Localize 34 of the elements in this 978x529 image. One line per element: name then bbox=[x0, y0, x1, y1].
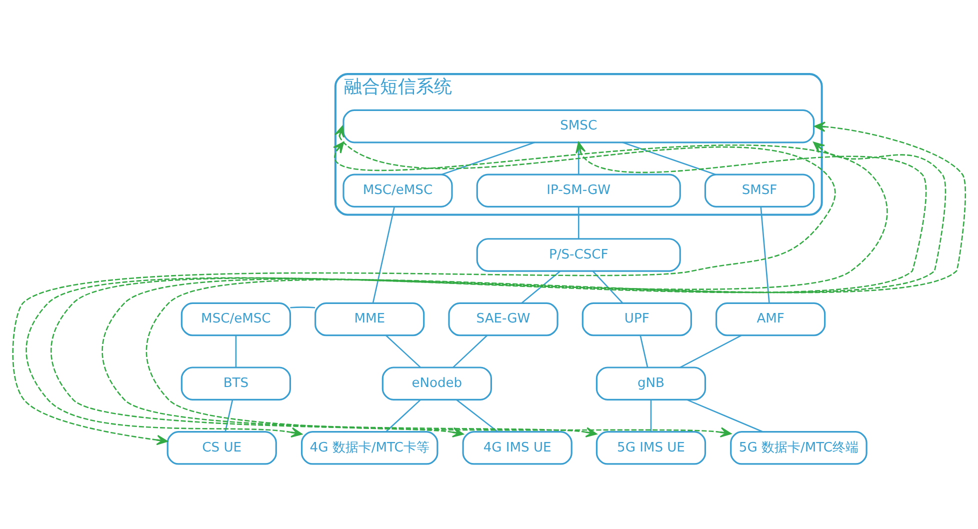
connector bbox=[578, 206, 580, 238]
node-box: 5G 数据卡/MTC终端 bbox=[730, 430, 868, 464]
node-box: UPF bbox=[582, 302, 692, 336]
connector bbox=[640, 334, 648, 367]
connector bbox=[290, 306, 316, 308]
connector bbox=[521, 270, 561, 304]
node-box: AMF bbox=[716, 302, 826, 336]
node-box: SAE-GW bbox=[448, 302, 558, 336]
connector bbox=[622, 141, 716, 175]
connector bbox=[386, 398, 422, 432]
node-box: P/S-CSCF bbox=[476, 238, 681, 272]
node-box: MSC/eMSC bbox=[180, 302, 291, 336]
connector bbox=[680, 334, 742, 368]
node-box: IP-SM-GW bbox=[476, 173, 681, 208]
connector bbox=[385, 334, 421, 368]
node-box: gNB bbox=[596, 366, 706, 400]
node-box: BTS bbox=[180, 366, 291, 400]
connector bbox=[224, 399, 234, 432]
connector bbox=[650, 399, 652, 432]
connector bbox=[686, 398, 764, 432]
node-box: CS UE bbox=[166, 430, 277, 464]
node-box: eNodeb bbox=[382, 366, 492, 400]
node-box: 4G IMS UE bbox=[462, 430, 572, 464]
connector bbox=[235, 334, 237, 367]
node-box: 5G IMS UE bbox=[596, 430, 706, 464]
node-box: 4G 数据卡/MTC卡等 bbox=[300, 430, 438, 464]
connector bbox=[592, 270, 623, 303]
node-box: SMSC bbox=[342, 108, 815, 143]
connector bbox=[452, 334, 488, 368]
node-box: MSC/eMSC bbox=[342, 173, 453, 208]
connector bbox=[442, 141, 536, 175]
connector bbox=[456, 398, 498, 432]
node-box: SMSF bbox=[704, 173, 815, 208]
node-box: MME bbox=[314, 302, 425, 336]
